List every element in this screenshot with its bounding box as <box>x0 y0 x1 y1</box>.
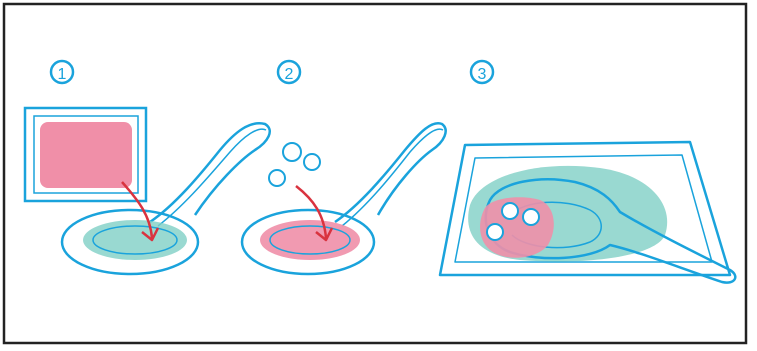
step-2-number: 2 <box>285 66 294 83</box>
step-2-marker: 2 <box>278 61 300 83</box>
bubble-2 <box>304 154 320 170</box>
spoon-1-handle-inner <box>158 129 266 226</box>
step-3-marker: 3 <box>471 61 493 83</box>
step-3-illustration <box>440 142 735 283</box>
spoon-1-handle <box>150 123 270 222</box>
tray-bubble-2 <box>523 209 539 225</box>
step-2-illustration <box>242 123 446 274</box>
step-1-number: 1 <box>58 66 67 83</box>
step-3-number: 3 <box>478 66 487 83</box>
spoon-2-handle <box>335 123 446 222</box>
tray-bubble-3 <box>487 224 503 240</box>
bubble-1 <box>283 143 301 161</box>
spoon-2-handle-inner <box>342 129 443 226</box>
bubble-3 <box>269 170 285 186</box>
step-1-illustration <box>25 108 270 274</box>
pink-square <box>40 122 132 188</box>
tray-bubble-1 <box>502 203 518 219</box>
step-1-marker: 1 <box>51 61 73 83</box>
